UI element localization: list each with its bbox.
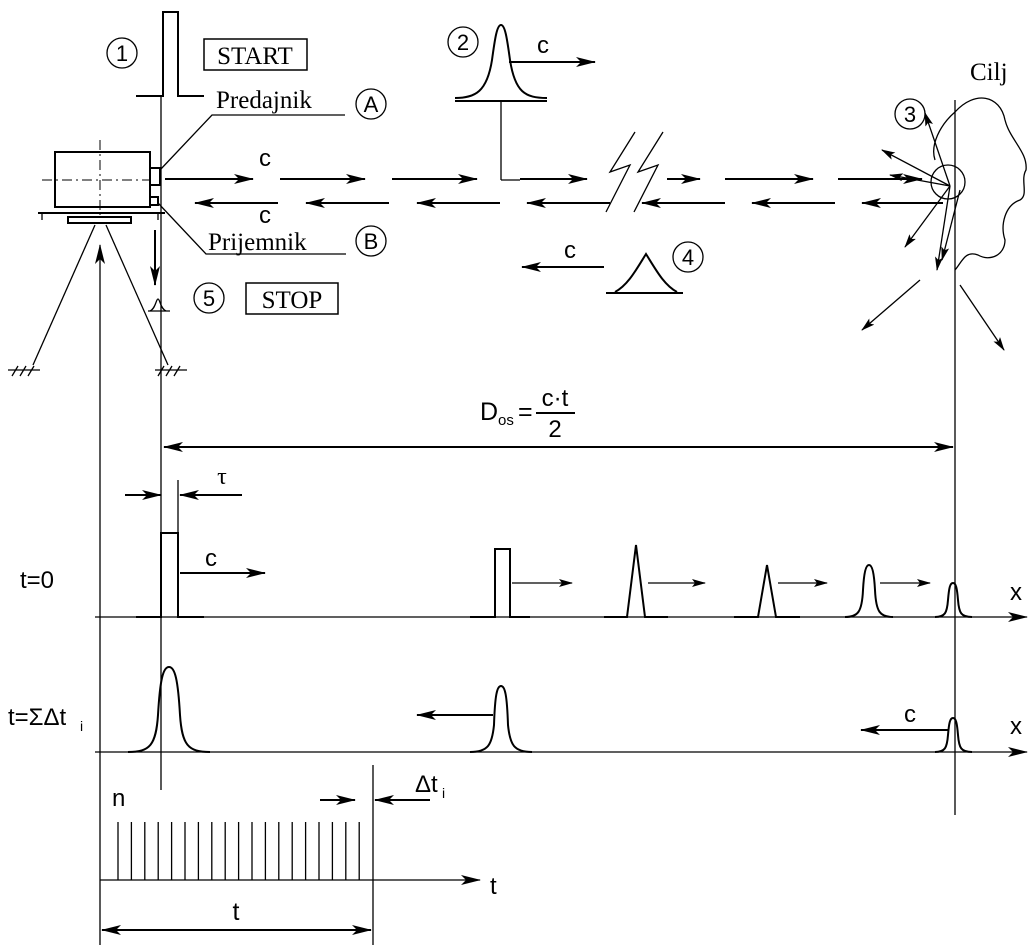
svg-text:3: 3 [904,102,916,127]
svg-text:2: 2 [548,416,561,443]
step-2-marker: 2 [447,26,479,58]
target-label: Cilj [970,59,1008,86]
svg-text:D: D [480,398,498,426]
svg-text:=: = [518,398,533,426]
counter-n-label: n [112,785,125,812]
step-3-marker: 3 [894,98,926,130]
reflection-rays [861,112,1005,351]
row-1-pulse-target [934,581,973,618]
row-2-time-label: t=ΣΔt i [8,704,83,734]
tripod [8,224,187,377]
svg-text:Δt: Δt [415,771,438,798]
received-blip [149,298,167,312]
row-1-pulse-initial [136,532,204,618]
svg-text:τ: τ [217,464,227,490]
svg-text:i: i [80,718,83,734]
svg-text:5: 5 [203,286,215,311]
svg-text:i: i [442,785,445,801]
receiver-label: Prijemnik [208,229,307,256]
svg-text:c·t: c·t [542,385,569,412]
row-1-x-label: x [1010,579,1022,606]
svg-text:4: 4 [682,245,694,270]
row-1-time-label: t=0 [20,567,54,594]
svg-text:1: 1 [116,41,128,66]
outgoing-speed-label: c [259,145,271,172]
row-1-pulse-gaussian [844,563,894,618]
pulse-width-dimension: τ [125,464,242,533]
step-4-marker: 4 [672,241,704,273]
svg-text:START: START [217,43,293,70]
row-2-pulse-received [127,665,211,753]
svg-text:A: A [364,92,379,117]
row-1-speed-label: c [205,545,217,572]
transmitter-label: Predajnik [216,87,312,114]
row-1-pulse-rect [470,548,530,618]
pulse-2-speed-label: c [537,32,549,59]
instrument-base [38,212,165,224]
counter-axis-label: t [490,873,497,900]
start-box: START [203,38,308,71]
target-outline-left [933,111,956,161]
row-2-pulse-target [934,716,973,753]
svg-text:B: B [364,229,379,254]
pulse-4-speed-label: c [564,237,576,264]
receiver-letter: B [355,225,387,257]
returned-pulse [614,252,678,293]
step-5-marker: 5 [193,282,225,314]
start-pulse [136,11,204,97]
step-1-marker: 1 [106,37,138,69]
distance-break-symbol [605,131,664,213]
svg-text:STOP: STOP [262,287,323,314]
svg-text:2: 2 [457,30,469,55]
delta-t-dimension: Δt i [320,765,445,945]
receiver-leader [157,202,346,255]
transmitted-pulse [454,23,548,99]
stop-box: STOP [245,282,339,315]
svg-text:t: t [233,898,240,926]
transmitter-leader [159,114,345,171]
svg-text:os: os [498,412,514,429]
returning-speed-label: c [259,202,271,229]
row-1-pulse-triangle [604,544,668,618]
transmitter-letter: A [355,88,387,120]
distance-formula: D os = c·t 2 [480,385,575,443]
row-2-pulse-returning [469,684,533,753]
row-2-x-label: x [1010,713,1022,740]
svg-text:t=ΣΔt: t=ΣΔt [8,704,67,731]
target-outline [954,97,1027,271]
total-time-dimension: t [101,898,372,935]
instrument-housing [42,140,161,215]
counter-ticks [117,822,360,880]
row-1-pulse-small-triangle [734,564,800,618]
row-2-speed-label: c [904,701,916,728]
